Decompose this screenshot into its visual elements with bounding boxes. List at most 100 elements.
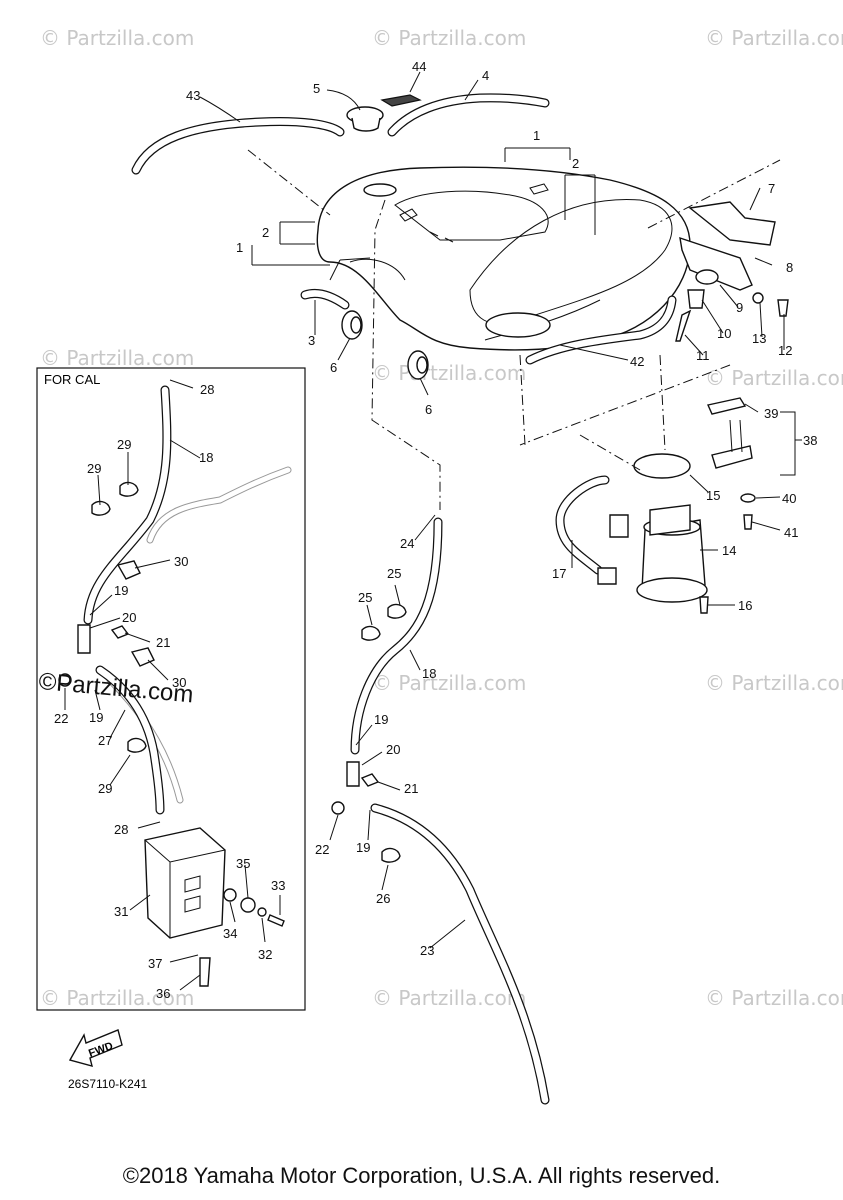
part-44 [380,94,422,107]
part-22-cap [331,801,345,815]
callout-25: 25 [387,566,401,581]
watermark: © Partzilla.com [40,26,194,50]
part-32 [257,907,267,917]
part-13-washer [752,292,764,304]
watermark-layer: © Partzilla.com © Partzilla.com © Partzi… [40,26,843,1010]
callout-6: 6 [330,360,337,375]
callout-43: 43 [186,88,200,103]
callout-32: 32 [258,947,272,962]
callout-25: 25 [358,590,372,605]
part-33-bolt [267,914,285,927]
callout-1: 1 [533,128,540,143]
fwd-arrow-icon: FWD [68,1029,123,1067]
callout-27: 27 [98,733,112,748]
part-21-clip [360,773,380,787]
callout-42: 42 [630,354,644,369]
watermark: © Partzilla.com [40,986,194,1010]
callout-41: 41 [784,525,798,540]
callout-17: 17 [552,566,566,581]
part-25-clamp [361,625,381,641]
part-26-clamp [381,847,401,863]
callout-4: 4 [482,68,489,83]
callout-21: 21 [156,635,170,650]
callout-10: 10 [717,326,731,341]
part-29-clamp [119,481,139,497]
callout-26: 26 [376,891,390,906]
callout-29: 29 [117,437,131,452]
part-38-sender [707,397,753,469]
callout-22: 22 [315,842,329,857]
fuel-tank [316,166,691,351]
callout-30: 30 [174,554,188,569]
part-11-bolt [675,309,692,342]
part-30-holder [130,647,155,667]
callout-23: 23 [420,943,434,958]
part-21-clip-cal [110,625,130,639]
for-cal-label: FOR CAL [44,372,100,387]
part-30-holder [116,560,141,580]
part-12-bolt [777,299,789,317]
callout-6: 6 [425,402,432,417]
part-15-gasket [633,453,691,479]
callout-37: 37 [148,956,162,971]
callout-28: 28 [200,382,214,397]
callout-24: 24 [400,536,414,551]
callout-19: 19 [114,583,128,598]
callout-30: 30 [172,675,186,690]
part-29-clamp [127,737,147,753]
part-9-grommet [695,269,719,285]
part-6-grommets [341,310,429,380]
callout-12: 12 [778,343,792,358]
part-10-collar [687,289,705,309]
part-29-clamp [91,500,111,516]
callout-44: 44 [412,59,426,74]
callout-29: 29 [98,781,112,796]
callout-31: 31 [114,904,128,919]
callout-36: 36 [156,986,170,1001]
copyright-notice: ©2018 Yamaha Motor Corporation, U.S.A. A… [122,1163,721,1188]
part-16-bolt [699,596,709,614]
part-7-8-bracket [679,201,776,291]
callout-labels: 1 1 2 2 3 4 5 6 6 7 8 9 10 11 12 13 14 1… [54,59,817,1001]
callout-33: 33 [271,878,285,893]
part-41-bolt [743,514,753,530]
callout-5: 5 [313,81,320,96]
part-35 [240,897,256,913]
part-43-rail [131,117,345,175]
part-23-hose [370,803,550,1105]
part-20-joint [346,761,360,787]
part-5-fuel-cap [346,106,384,132]
callout-11: 11 [696,348,710,363]
callout-38: 38 [803,433,817,448]
callout-18: 18 [422,666,436,681]
callout-19: 19 [356,840,370,855]
callout-39: 39 [764,406,778,421]
callout-29: 29 [87,461,101,476]
callout-35: 35 [236,856,250,871]
callout-28: 28 [114,822,128,837]
part-31-canister [144,827,226,939]
watermark: © Partzilla.com [705,671,843,695]
callout-34: 34 [223,926,237,941]
callout-1: 1 [236,240,243,255]
callout-14: 14 [722,543,736,558]
callout-2: 2 [262,225,269,240]
callout-15: 15 [706,488,720,503]
callout-19: 19 [374,712,388,727]
watermark: © Partzilla.com [372,26,526,50]
watermark: © Partzilla.com [705,986,843,1010]
callout-16: 16 [738,598,752,613]
callout-13: 13 [752,331,766,346]
watermark: © Partzilla.com [372,671,526,695]
callout-21: 21 [404,781,418,796]
callout-9: 9 [736,300,743,315]
part-22-cap-cal [58,673,72,687]
watermark: © Partzilla.com [705,366,843,390]
watermark: © Partzilla.com [705,26,843,50]
watermark: © Partzilla.com [372,986,526,1010]
leader-lines [64,71,802,991]
callout-20: 20 [122,610,136,625]
callout-40: 40 [782,491,796,506]
part-20-joint-cal [77,624,91,654]
callout-20: 20 [386,742,400,757]
